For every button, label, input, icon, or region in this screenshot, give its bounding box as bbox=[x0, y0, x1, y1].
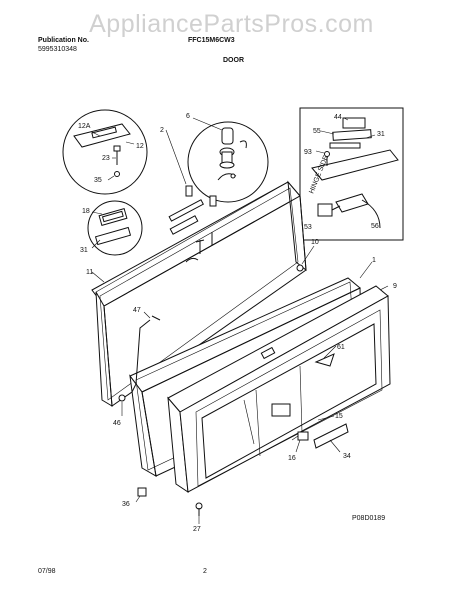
section-title: DOOR bbox=[223, 57, 244, 64]
detail-circle-hinge-pin bbox=[187, 121, 269, 203]
door-hardware bbox=[118, 315, 349, 516]
callout-36: 36 bbox=[122, 501, 130, 508]
publication-label: Publication No. bbox=[38, 37, 89, 44]
callout-31-top: 31 bbox=[377, 131, 385, 138]
liner-hardware bbox=[168, 185, 304, 272]
callout-18: 18 bbox=[82, 208, 90, 215]
callout-56: 56 bbox=[371, 223, 379, 230]
callout-46: 46 bbox=[113, 420, 121, 427]
page-number: 2 bbox=[203, 568, 207, 575]
callout-12: 12 bbox=[136, 143, 144, 150]
callout-23: 23 bbox=[102, 155, 110, 162]
outer-door bbox=[167, 285, 391, 494]
watermark: AppliancePartsPros.com bbox=[89, 10, 374, 38]
callout-44: 44 bbox=[334, 114, 342, 121]
callout-61: 61 bbox=[337, 344, 345, 351]
callout-11: 11 bbox=[86, 269, 93, 276]
footer-date: 07/98 bbox=[38, 568, 56, 575]
callout-16: 16 bbox=[288, 455, 296, 462]
callout-35: 35 bbox=[94, 177, 102, 184]
drawing-code: P08D0189 bbox=[352, 515, 386, 522]
model-number: FFC15M6CW3 bbox=[188, 37, 235, 44]
callout-12a: 12A bbox=[78, 123, 91, 130]
publication-number: 5995310348 bbox=[38, 46, 77, 53]
detail-circle-hinge-cover bbox=[62, 109, 148, 195]
door-liner-panel bbox=[91, 180, 307, 407]
callout-1: 1 bbox=[372, 257, 376, 264]
detail-circle-switch-cover bbox=[87, 200, 143, 256]
callout-31-left: 31 bbox=[80, 247, 88, 254]
callout-27: 27 bbox=[193, 526, 201, 533]
callout-47: 47 bbox=[133, 307, 141, 314]
callout-15: 15 bbox=[335, 413, 343, 420]
callout-53: 53 bbox=[304, 224, 312, 231]
callout-9: 9 bbox=[393, 283, 397, 290]
svg-text:HINGE SIDE: HINGE SIDE bbox=[308, 154, 330, 194]
callout-55: 55 bbox=[313, 128, 321, 135]
callout-6: 6 bbox=[186, 113, 190, 120]
callout-10: 10 bbox=[311, 239, 319, 246]
callout-93: 93 bbox=[304, 149, 312, 156]
leader-lines bbox=[91, 117, 389, 524]
callout-2: 2 bbox=[160, 127, 164, 134]
callout-34: 34 bbox=[343, 453, 351, 460]
